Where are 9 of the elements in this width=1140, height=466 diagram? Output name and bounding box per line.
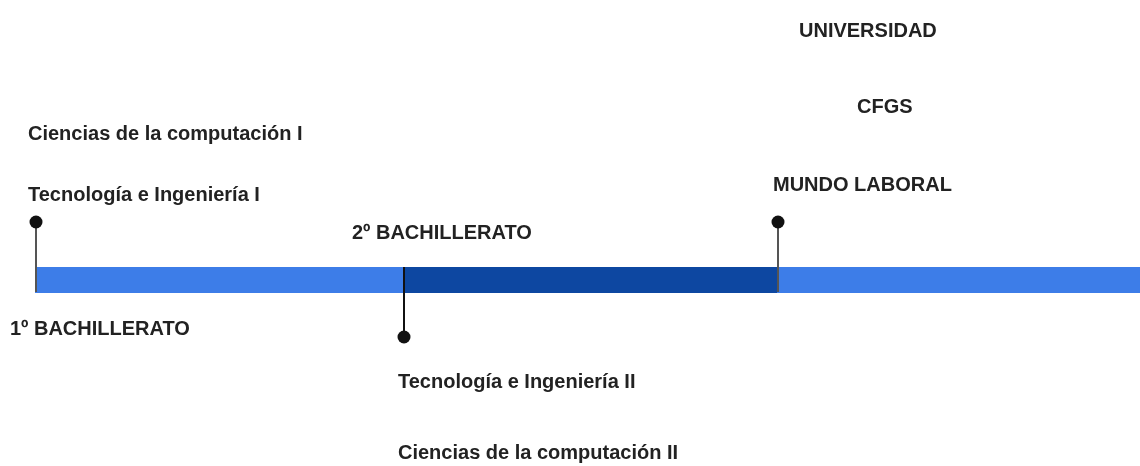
stage-label: 1º BACHILLERATO — [10, 316, 190, 340]
stage-label: 2º BACHILLERATO — [352, 220, 532, 244]
subject-label: Ciencias de la computación I — [28, 121, 303, 145]
subject-label: Tecnología e Ingeniería II — [398, 369, 636, 393]
destination-label: CFGS — [857, 94, 913, 118]
subject-label: Ciencias de la computación II — [398, 440, 679, 464]
destination-label: UNIVERSIDAD — [799, 18, 937, 42]
subject-label: Tecnología e Ingeniería I — [28, 182, 260, 206]
destination-label: MUNDO LABORAL — [773, 172, 952, 196]
